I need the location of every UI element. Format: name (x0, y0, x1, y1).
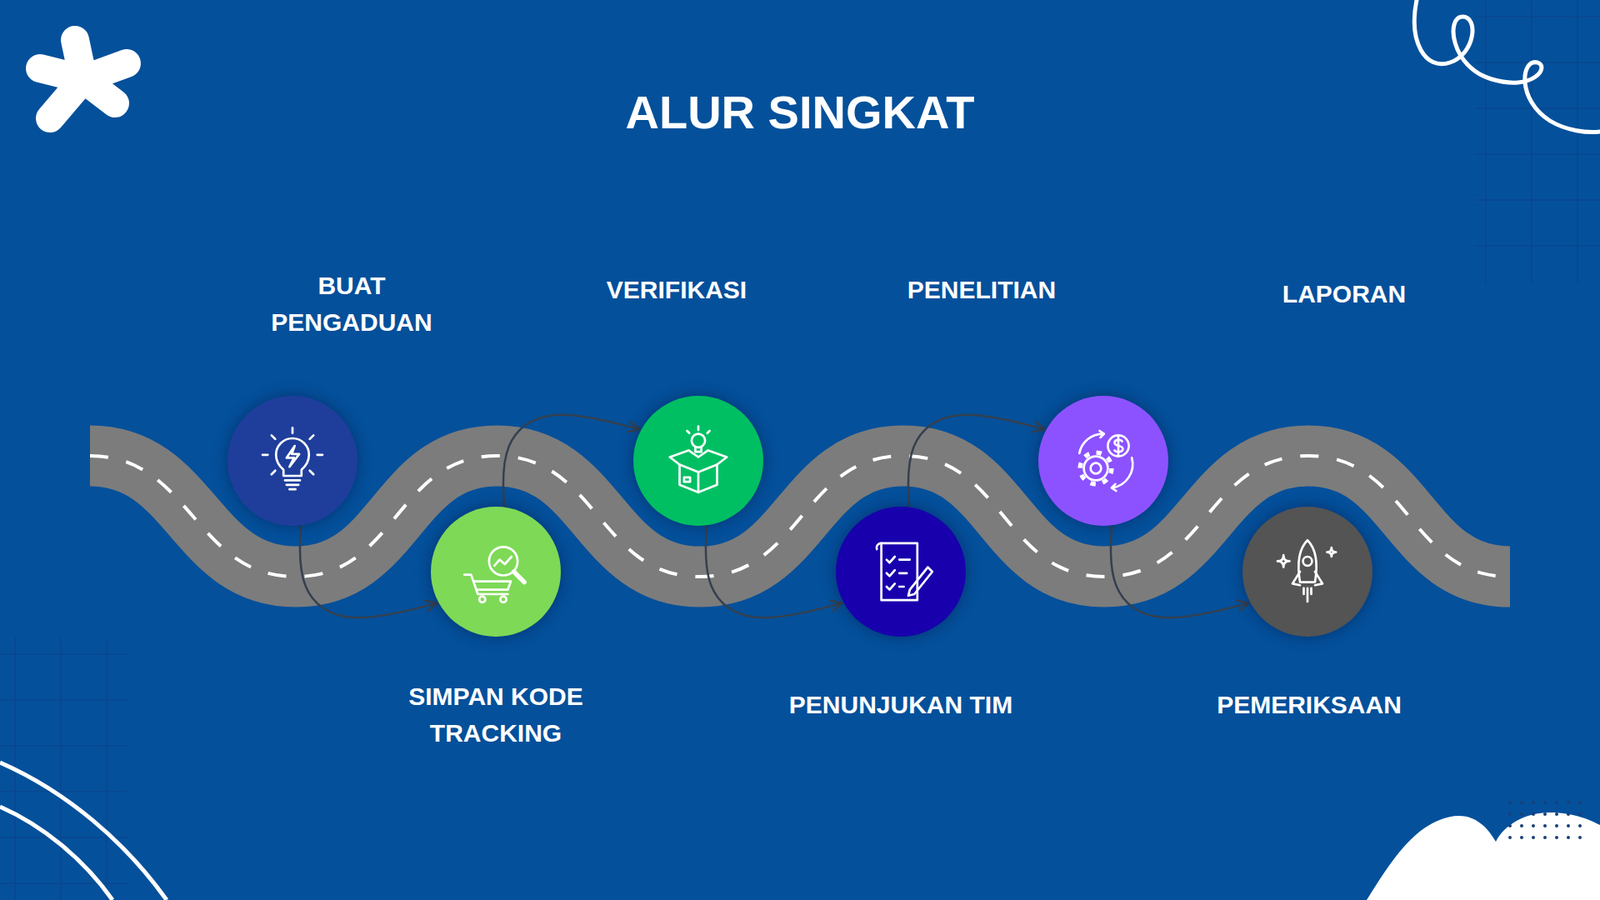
circle-shape (633, 395, 764, 526)
circle-fill (1242, 506, 1373, 637)
circle-shape (835, 506, 966, 637)
spiral-decoration (1414, 0, 1600, 133)
circle-shape (1038, 395, 1169, 526)
flow-arrow (908, 415, 1045, 508)
step-label: VERIFIKASI (606, 271, 747, 309)
step-icon (1277, 540, 1336, 602)
step-circle: SIMPAN KODE TRACKING (430, 506, 561, 637)
step-label: PENELITIAN (907, 271, 1056, 309)
flow-arrow (503, 415, 640, 508)
circle-fill (430, 506, 561, 637)
title: ALUR SINGKAT (625, 84, 975, 140)
step-icon (262, 427, 323, 490)
flow-arrow (1110, 525, 1250, 618)
asterisk-decoration (40, 40, 127, 119)
step-circle: PEMERIKSAAN (1242, 506, 1373, 637)
circle-shape (430, 506, 561, 637)
step-icon (670, 426, 727, 493)
flow-arrow (300, 525, 438, 618)
step-label: PENUNJUKAN TIM (789, 686, 1013, 724)
step-circle: VERIFIKASI (633, 395, 764, 526)
flow-arrow (705, 525, 843, 618)
step-label: PEMERIKSAAN (1216, 686, 1402, 724)
step-circle: BUAT PENGADUAN (227, 395, 358, 526)
circle-fill (1038, 395, 1169, 526)
circle-shape (1242, 506, 1373, 637)
step-label: SIMPAN KODE TRACKING (391, 678, 600, 752)
step-label: LAPORAN (1282, 275, 1406, 313)
circle-fill (227, 395, 358, 526)
step-circle: PENUNJUKAN TIM (835, 506, 966, 637)
step-icon (876, 543, 933, 600)
circle-shape (227, 395, 358, 526)
dot-pattern (1508, 800, 1582, 840)
step-label: BUAT PENGADUAN (255, 267, 448, 341)
curve-decoration (0, 762, 167, 900)
step-circle: PENELITIAN (1038, 395, 1169, 526)
circle-fill (835, 506, 966, 637)
step-icon (1079, 430, 1133, 491)
circle-fill (633, 395, 764, 526)
step-icon (464, 546, 525, 603)
blob-decoration (1366, 812, 1600, 900)
